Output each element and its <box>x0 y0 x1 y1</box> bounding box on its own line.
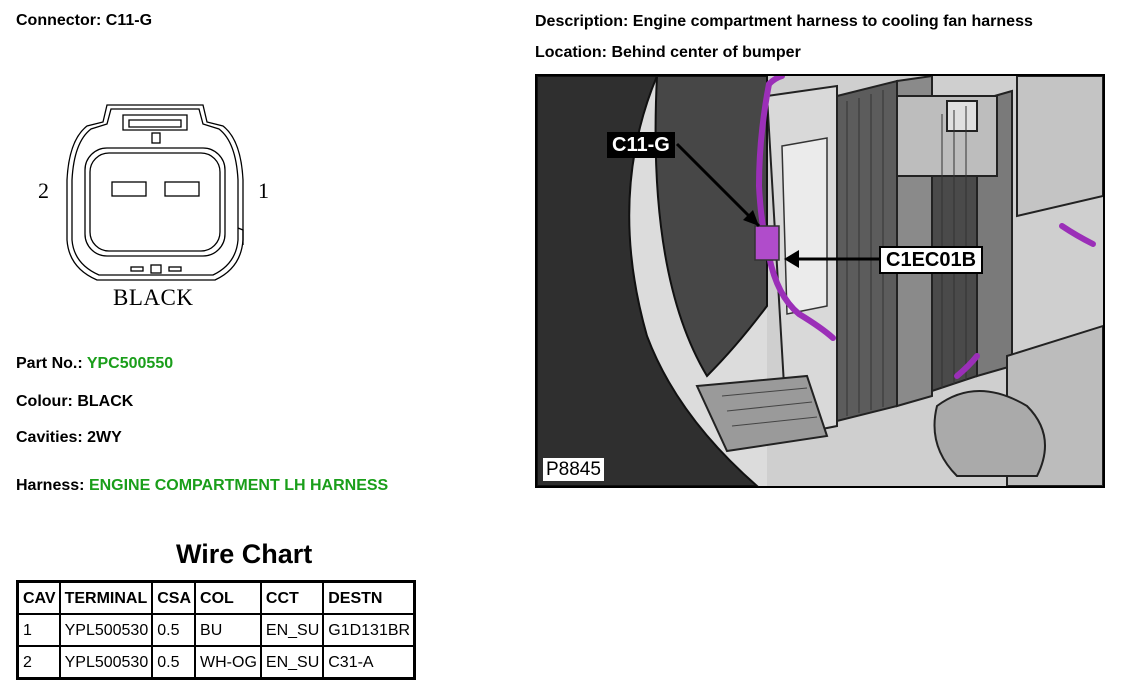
table-row: 2 YPL500530 0.5 WH-OG EN_SU C31-A <box>16 645 416 680</box>
harness-line: Harness: ENGINE COMPARTMENT LH HARNESS <box>16 477 388 495</box>
header-csa: CSA <box>151 580 197 615</box>
cell-terminal: YPL500530 <box>58 645 154 680</box>
part-no-label: Part No.: <box>16 355 83 372</box>
description-value: Engine compartment harness to cooling fa… <box>632 13 1033 30</box>
connector-line: Connector: C11-G <box>16 12 152 30</box>
colour-label: Colour: <box>16 393 73 410</box>
description-label: Description: <box>535 13 629 30</box>
header-cct: CCT <box>259 580 325 615</box>
cell-cav: 1 <box>16 613 61 647</box>
cavities-line: Cavities: 2WY <box>16 429 122 447</box>
cell-cav: 2 <box>16 645 61 680</box>
connector-value: C11-G <box>105 12 153 29</box>
colour-value: BLACK <box>77 393 134 410</box>
connector-face-diagram <box>66 104 244 281</box>
mating-connector-callout-label: C1EC01B <box>879 246 984 274</box>
wire-chart-table: CAV TERMINAL CSA COL CCT DESTN 1 YPL5005… <box>16 580 417 680</box>
cell-col: BU <box>194 613 262 647</box>
part-no-link[interactable]: YPC500550 <box>86 355 174 372</box>
table-header-row: CAV TERMINAL CSA COL CCT DESTN <box>16 580 416 615</box>
cell-destn: G1D131BR <box>322 613 416 647</box>
harness-link[interactable]: ENGINE COMPARTMENT LH HARNESS <box>88 477 389 494</box>
description-line: Description: Engine compartment harness … <box>535 13 1033 31</box>
location-illustration: C11-G C1EC01B P8845 <box>535 74 1105 488</box>
cell-cct: EN_SU <box>259 645 325 680</box>
cavities-value: 2WY <box>87 429 122 446</box>
colour-line: Colour: BLACK <box>16 393 133 411</box>
location-line: Location: Behind center of bumper <box>535 44 801 62</box>
harness-label: Harness: <box>16 477 85 494</box>
connector-label: Connector: <box>16 12 102 29</box>
table-row: 1 YPL500530 0.5 BU EN_SU G1D131BR <box>16 613 416 647</box>
pin-number-right: 1 <box>258 178 269 203</box>
header-col: COL <box>194 580 262 615</box>
header-cav: CAV <box>16 580 61 615</box>
location-label: Location: <box>535 44 607 61</box>
illustration-reference-code: P8845 <box>543 458 604 481</box>
connector-callout-label: C11-G <box>607 132 675 158</box>
part-no-line: Part No.: YPC500550 <box>16 355 173 373</box>
wire-chart-title: Wire Chart <box>176 539 313 569</box>
header-terminal: TERMINAL <box>58 580 154 615</box>
cavities-label: Cavities: <box>16 429 83 446</box>
cell-col: WH-OG <box>194 645 262 680</box>
illustration-drawing <box>537 76 1103 486</box>
cell-csa: 0.5 <box>151 613 197 647</box>
pin-number-left: 2 <box>38 178 49 203</box>
location-value: Behind center of bumper <box>611 44 801 61</box>
header-destn: DESTN <box>322 580 416 615</box>
cell-cct: EN_SU <box>259 613 325 647</box>
cell-terminal: YPL500530 <box>58 613 154 647</box>
cell-csa: 0.5 <box>151 645 197 680</box>
cell-destn: C31-A <box>322 645 416 680</box>
diagram-colour-label: BLACK <box>113 285 194 310</box>
